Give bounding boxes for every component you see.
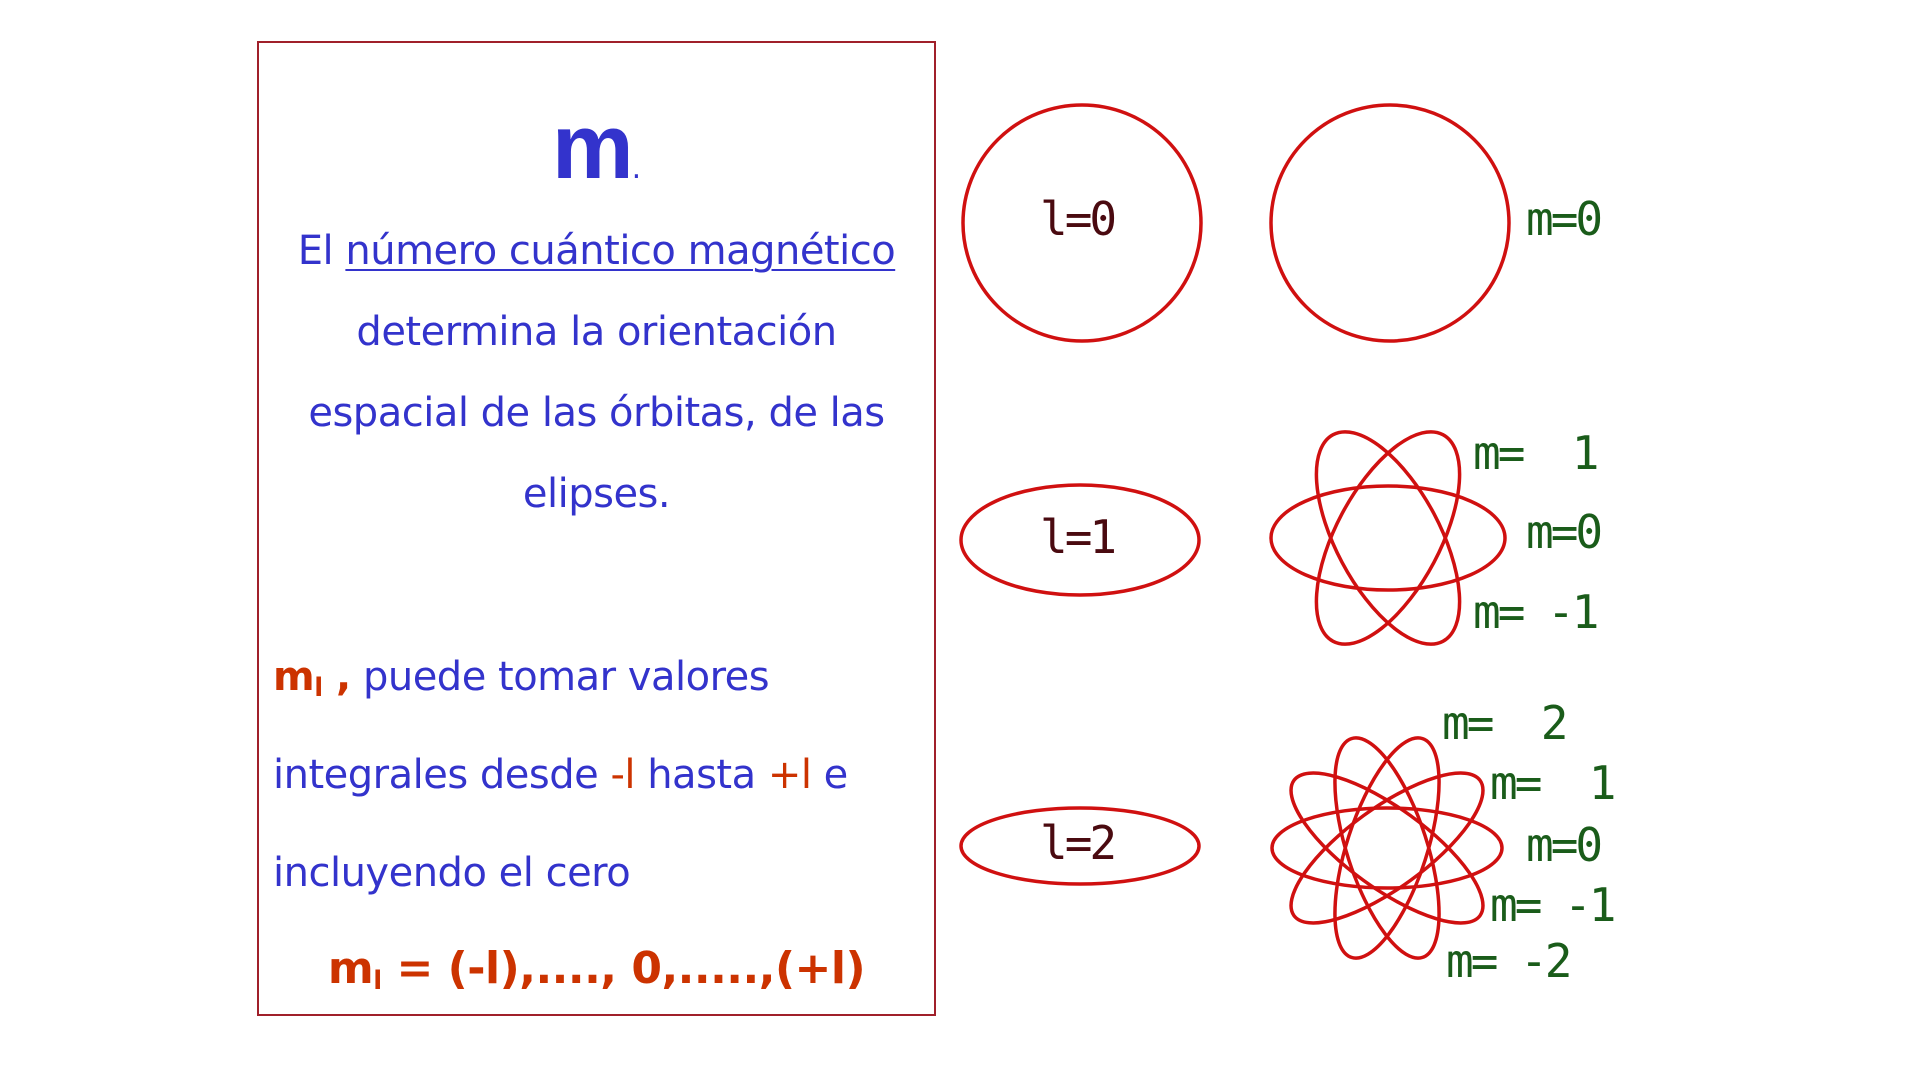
orbit-l1-atom	[1269, 430, 1507, 646]
definition-prefix: El	[297, 228, 346, 274]
label-l2-m2: m= 2	[1442, 696, 1568, 750]
label-l0-m0: m=0	[1526, 192, 1603, 246]
title-symbol: m	[551, 96, 634, 198]
definition-line-2: determina la orientación	[356, 309, 837, 355]
magnetic-quantum-number-link[interactable]: número cuántico magnético	[345, 228, 896, 274]
definition-line-3: espacial de las órbitas, de las	[308, 390, 885, 436]
text-panel: m. El número cuántico magnético determin…	[257, 41, 936, 1016]
orbit-l0-m0	[1269, 103, 1511, 343]
label-l1: l=1	[1040, 510, 1117, 564]
plus-l: +l	[767, 752, 812, 798]
ml-formula: ml = (-l),...., 0,.....,(+l)	[327, 943, 866, 996]
orbit-l2-atom	[1270, 736, 1504, 960]
values-line-2: integrales desde -l hasta +l e	[273, 752, 848, 798]
values-line-3: incluyendo el cero	[273, 850, 631, 896]
orbit-l1	[959, 483, 1201, 597]
orbit-l2	[959, 806, 1201, 886]
label-l1-m0: m=0	[1526, 505, 1603, 559]
label-l2-m1: m= 1	[1490, 756, 1616, 810]
minus-l: -l	[610, 752, 635, 798]
orbit-l0	[961, 103, 1203, 343]
label-l0: l=0	[1040, 192, 1117, 246]
slide-title: m.	[259, 95, 934, 200]
values-line-1: ml , puede tomar valores	[259, 653, 934, 701]
ml-symbol: ml ,	[273, 654, 351, 703]
label-l2: l=2	[1040, 816, 1117, 870]
values-text: puede tomar valores	[350, 654, 770, 700]
label-l1-m-1: m= -1	[1473, 585, 1599, 639]
title-period: .	[631, 151, 642, 186]
label-l1-m1: m= 1	[1473, 426, 1599, 480]
label-l2-m0: m=0	[1526, 818, 1603, 872]
definition-line-4: elipses.	[522, 471, 671, 517]
definition-line-1: El número cuántico magnético	[259, 227, 934, 275]
label-l2-m-1: m= -1	[1490, 878, 1616, 932]
label-l2-m-2: m= -2	[1446, 934, 1572, 988]
